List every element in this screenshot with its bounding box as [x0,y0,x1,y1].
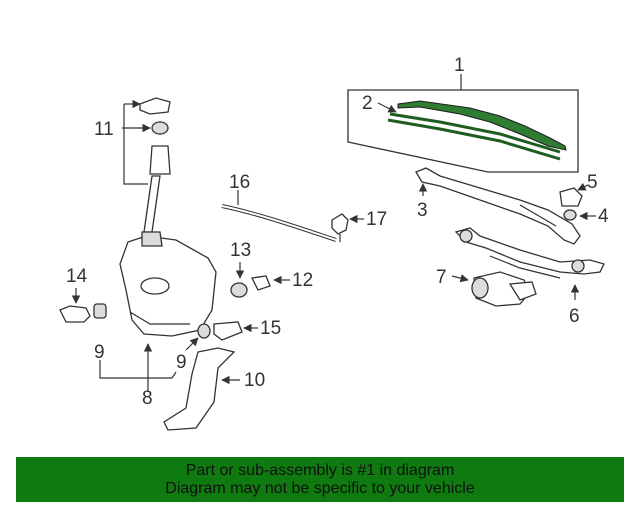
callout-8: 8 [142,388,153,409]
grommet-right[interactable] [197,323,211,339]
filler-neck[interactable] [143,121,171,233]
splash-shield[interactable] [163,347,236,431]
arm-nut[interactable] [563,209,577,221]
wiper-motor[interactable] [471,271,537,307]
arm-cap[interactable] [559,187,583,207]
washer-nozzle[interactable] [331,213,349,242]
wiper-linkage[interactable] [454,227,605,279]
callout-9-left: 9 [94,342,105,363]
callout-16: 16 [229,172,250,193]
blade-callout-box [347,89,579,173]
callout-6: 6 [569,306,580,327]
callout-10: 10 [244,370,265,391]
callout-4: 4 [598,206,609,227]
banner-line-disclaimer: Diagram may not be specific to your vehi… [165,479,475,497]
reservoir-seal[interactable] [230,282,248,298]
leader-line-2 [377,102,397,113]
part-info-banner: Part or sub-assembly is #1 in diagram Di… [16,457,624,502]
wiper-blade [397,100,567,151]
parts-diagram: 1 2 3 5 4 6 7 16 17 [59,55,609,431]
callout-11: 11 [94,119,114,140]
leader-line-7 [451,274,469,283]
callout-17: 17 [366,209,387,230]
callout-13: 13 [230,240,251,261]
washer-pump[interactable] [59,305,91,323]
leader-line-5 [577,182,589,191]
leader-line-9 [185,337,199,351]
wiper-blade-assembly[interactable] [347,89,579,173]
pump-connector[interactable] [213,321,243,341]
callout-14: 14 [66,266,88,287]
grommet-left[interactable] [93,303,107,319]
banner-line-part: Part or sub-assembly is #1 in diagram [185,461,455,479]
level-sensor[interactable] [251,275,271,291]
wiper-arm[interactable] [415,167,581,245]
callout-5: 5 [587,172,598,193]
callout-2: 2 [362,93,373,114]
callout-7: 7 [436,267,447,288]
callout-1: 1 [454,55,465,76]
callout-12: 12 [292,270,313,291]
callout-3: 3 [417,200,428,221]
callout-9-right: 9 [176,352,187,373]
callout-15: 15 [260,318,281,339]
leader-bracket-11 [123,104,148,185]
blade-refill-strip [389,112,561,154]
blade-refill-strip-lower [387,118,561,161]
washer-reservoir[interactable] [119,231,217,337]
washer-cap[interactable] [139,97,171,115]
leader-bracket-9 [99,360,177,379]
